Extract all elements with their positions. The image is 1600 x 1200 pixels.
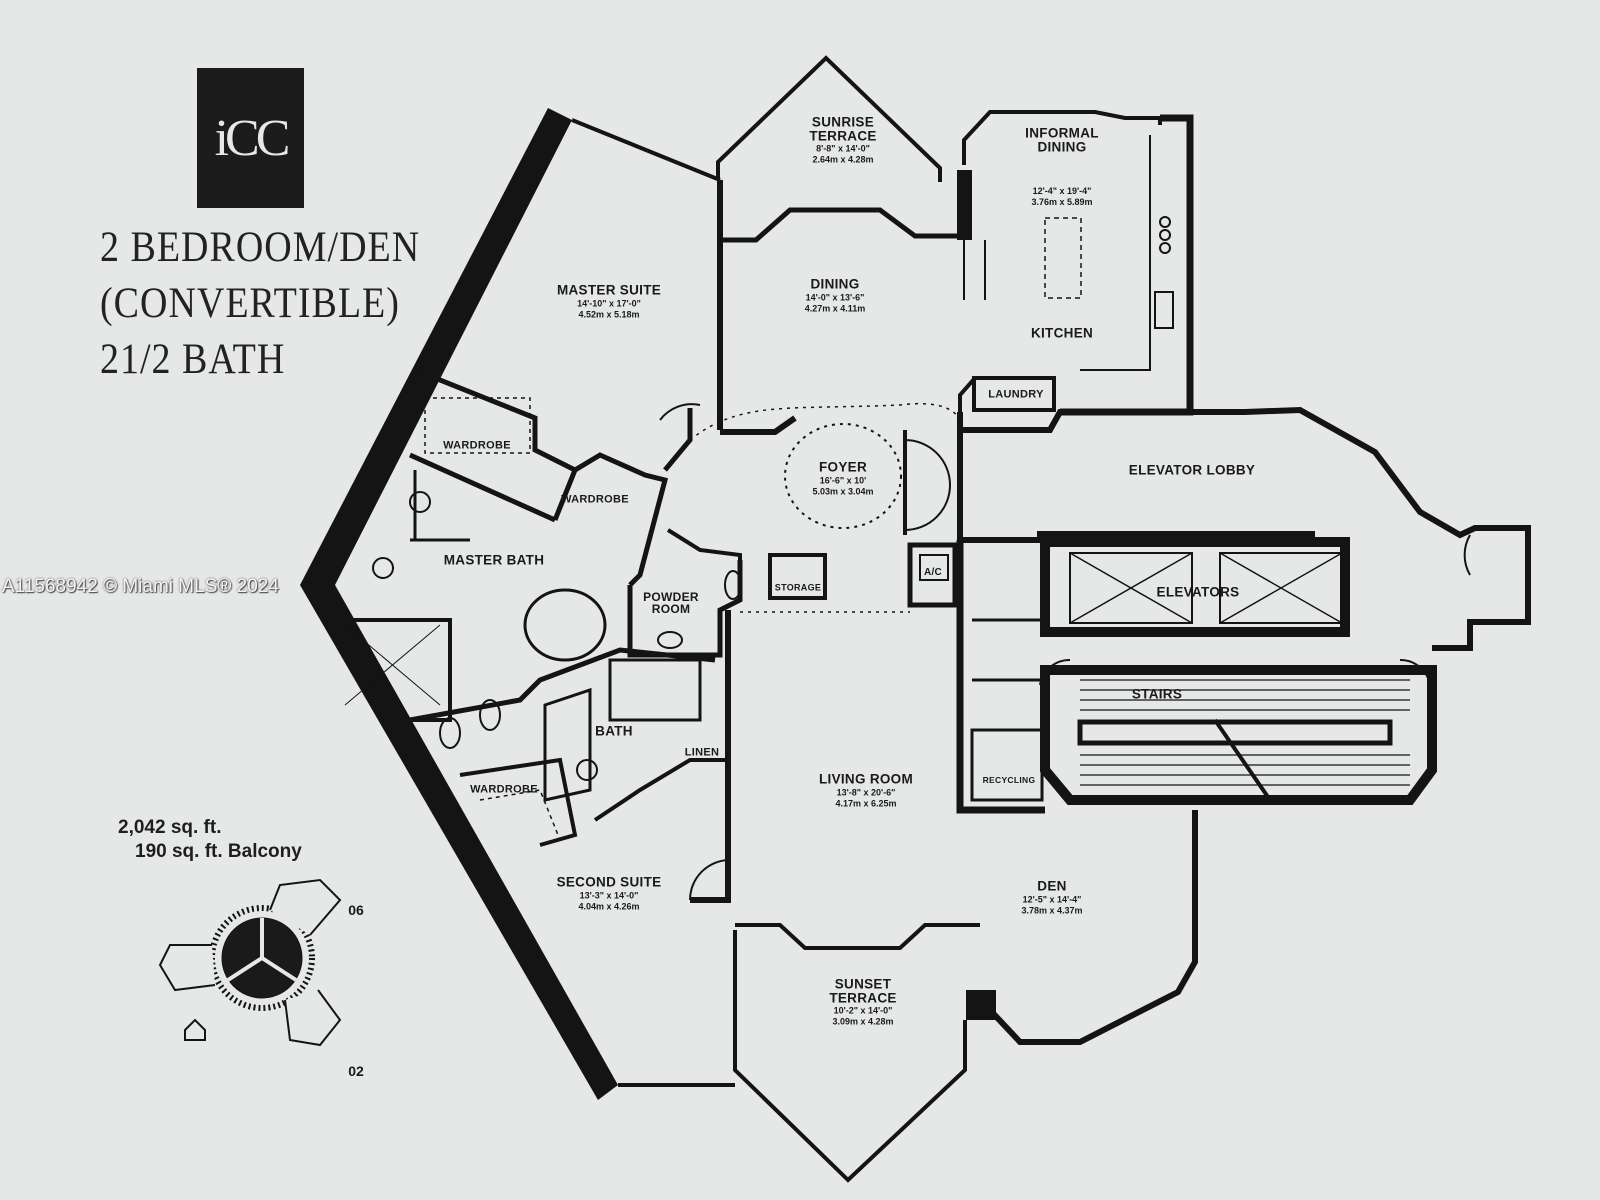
unit-type-subtitle: (CONVERTIBLE) xyxy=(100,279,400,328)
room-name: DEN xyxy=(1037,878,1067,894)
room-ac: A/C xyxy=(923,567,943,578)
room-name: ROOM xyxy=(651,602,691,616)
room-sunrise-terrace: SUNRISE TERRACE 8'-8" x 14'-0" 2.64m x 4… xyxy=(809,114,877,165)
room-elevator-lobby: ELEVATOR LOBBY xyxy=(1128,462,1256,478)
key-plan-icon xyxy=(158,878,342,1047)
room-wardrobe-2: WARDROBE xyxy=(561,493,629,506)
room-wardrobe-1: WARDROBE xyxy=(443,439,511,452)
room-dims-m: 4.17m x 6.25m xyxy=(835,797,897,808)
logo-text: iCC xyxy=(214,109,291,167)
room-dims-ft: 12'-4" x 19'-4" xyxy=(1032,186,1092,196)
room-master-suite: MASTER SUITE 14'-10" x 17'-0" 4.52m x 5.… xyxy=(557,283,661,319)
room-name: TERRACE xyxy=(829,990,897,1005)
room-sunset-terrace: SUNSET TERRACE 10'-2" x 14'-0" 3.09m x 4… xyxy=(829,976,897,1027)
room-informal-dining: INFORMAL DINING xyxy=(1025,125,1099,154)
room-name: SECOND SUITE xyxy=(556,874,662,890)
room-elevators: ELEVATORS xyxy=(1156,584,1240,600)
room-name: DINING xyxy=(810,276,860,292)
room-dims-m: 3.78m x 4.37m xyxy=(1021,904,1083,915)
exterior-wall-left xyxy=(300,108,618,1100)
room-dims-ft: 12'-5" x 14'-4" xyxy=(1022,893,1082,904)
room-informal-dining-dims: 12'-4" x 19'-4" 3.76m x 5.89m xyxy=(1031,185,1092,207)
room-second-suite: SECOND SUITE 13'-3" x 14'-0" 4.04m x 4.2… xyxy=(557,875,662,911)
room-name: POWDER xyxy=(643,590,699,604)
room-name: LIVING ROOM xyxy=(818,771,914,787)
logo: iCC xyxy=(197,68,304,208)
room-den: DEN 12'-5" x 14'-4" 3.78m x 4.37m xyxy=(1021,879,1082,915)
mls-watermark: A11568942 © Miami MLS® 2024 xyxy=(2,576,279,597)
room-dims-ft: 13'-8" x 20'-6" xyxy=(836,786,896,797)
room-laundry: LAUNDRY xyxy=(988,388,1044,401)
room-bath: BATH xyxy=(595,723,633,739)
room-master-bath: MASTER BATH xyxy=(443,552,545,568)
bath-count: 21/2 BATH xyxy=(100,335,286,384)
room-dims-ft: 14'-10" x 17'-0" xyxy=(577,297,641,308)
key-plan-label-06: 06 xyxy=(348,902,364,918)
room-dims-m: 5.03m x 3.04m xyxy=(812,485,874,496)
room-name: SUNSET xyxy=(834,976,892,992)
room-dims-ft: 16'-6" x 10' xyxy=(819,474,867,485)
room-wardrobe-3: WARDROBE xyxy=(470,783,538,796)
room-name: FOYER xyxy=(818,459,868,475)
room-dims-m: 4.04m x 4.26m xyxy=(578,900,640,911)
interior-area: 2,042 sq. ft. xyxy=(118,817,222,838)
room-dims-ft: 10'-2" x 14'-0" xyxy=(833,1005,893,1016)
room-living-room: LIVING ROOM 13'-8" x 20'-6" 4.17m x 6.25… xyxy=(819,772,913,808)
room-dims-m: 4.27m x 4.11m xyxy=(804,302,866,313)
room-dims-m: 3.76m x 5.89m xyxy=(1031,197,1093,207)
room-dims-m: 4.52m x 5.18m xyxy=(578,308,640,319)
room-dims-ft: 13'-3" x 14'-0" xyxy=(579,889,639,900)
room-dims-ft: 8'-8" x 14'-0" xyxy=(816,143,870,154)
room-name: INFORMAL xyxy=(1025,125,1099,141)
room-name: TERRACE xyxy=(809,128,877,143)
room-recycling: RECYCLING xyxy=(982,774,1036,785)
room-dining: DINING 14'-0" x 13'-6" 4.27m x 4.11m xyxy=(805,277,866,313)
room-linen: LINEN xyxy=(684,746,720,759)
room-dims-m: 3.09m x 4.28m xyxy=(832,1016,894,1027)
room-dims-ft: 14'-0" x 13'-6" xyxy=(805,291,865,302)
unit-type-title: 2 BEDROOM/DEN xyxy=(100,223,421,272)
room-powder-room: POWDER ROOM xyxy=(643,591,699,615)
room-name: MASTER SUITE xyxy=(556,282,662,298)
room-foyer: FOYER 16'-6" x 10' 5.03m x 3.04m xyxy=(812,460,873,496)
room-stairs: STAIRS xyxy=(1131,686,1183,702)
balcony-area: 190 sq. ft. Balcony xyxy=(135,841,302,862)
room-name: DINING xyxy=(1037,139,1087,154)
key-plan-label-02: 02 xyxy=(348,1063,364,1079)
room-dims-m: 2.64m x 4.28m xyxy=(812,154,874,165)
room-storage: STORAGE xyxy=(774,582,822,593)
room-name: SUNRISE xyxy=(811,114,875,130)
room-kitchen: KITCHEN xyxy=(1030,325,1094,341)
